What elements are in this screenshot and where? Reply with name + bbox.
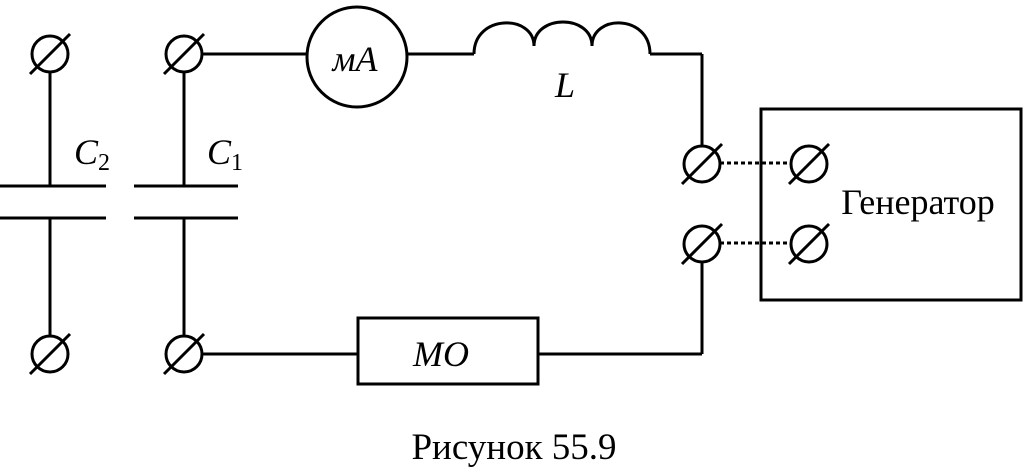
terminal-c1-top: [162, 32, 206, 76]
terminal-c2-bottom: [28, 332, 72, 376]
inductor-coil: [472, 20, 652, 55]
c1-label-subscript: 1: [231, 150, 243, 176]
capacitor-c2: [0, 72, 106, 337]
oscilloscope-label: МО: [412, 334, 469, 374]
inductor-label: L: [554, 65, 575, 105]
terminal-output-bottom: [680, 222, 724, 266]
terminal-generator-bottom: [787, 222, 831, 266]
capacitor-c1: [134, 72, 238, 337]
generator-label: Генератор: [841, 182, 995, 222]
terminal-output-top: [680, 142, 724, 186]
oscilloscope-box: [356, 316, 540, 386]
c2-label: C2: [74, 132, 110, 176]
figure-caption: Рисунок 55.9: [411, 427, 616, 468]
generator-box: [759, 107, 1023, 302]
terminal-generator-top: [787, 142, 831, 186]
ammeter-label: мА: [331, 39, 379, 79]
terminal-c2-top: [28, 32, 72, 76]
c2-label-letter: C: [74, 132, 99, 172]
c2-label-subscript: 2: [98, 150, 110, 176]
ammeter-circle: [305, 5, 409, 109]
c1-label-letter: C: [207, 132, 232, 172]
c1-label: C1: [207, 132, 243, 176]
terminal-c1-bottom: [162, 332, 206, 376]
